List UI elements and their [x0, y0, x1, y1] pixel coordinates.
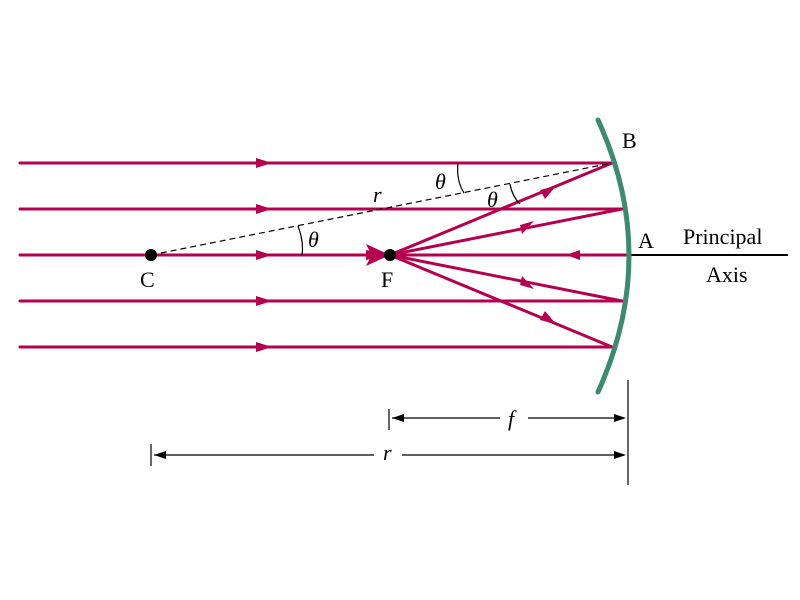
reflected-arrow-1: [540, 186, 556, 199]
incident-arrow-3a: [256, 250, 272, 260]
radius-dimension-arrow-right: [614, 451, 626, 459]
reflected-arrow-4: [520, 276, 534, 289]
angle-arc-reflect: [509, 183, 521, 205]
label-principal: Principal: [683, 224, 762, 249]
label-c: C: [140, 267, 155, 292]
angle-arc-upper: [457, 162, 465, 194]
focus-arrow-mid: [366, 250, 390, 260]
reflected-arrow-5: [540, 311, 556, 324]
incident-arrow-1: [256, 158, 272, 168]
radius-dimension-arrow-left: [154, 451, 166, 459]
reflected-arrow-3: [566, 250, 580, 260]
incident-arrow-4: [256, 296, 272, 306]
incident-arrow-2: [256, 204, 272, 214]
label-theta-upper: θ: [435, 169, 446, 194]
focus-arrow-bottom: [366, 255, 390, 266]
label-r-dimension: r: [383, 440, 392, 465]
angle-arc-center: [297, 225, 304, 256]
reflected-ray-1: [388, 161, 614, 257]
reflected-arrow-2: [520, 221, 534, 234]
reflected-ray-2: [388, 207, 624, 257]
label-theta-center: θ: [308, 227, 319, 252]
label-axis: Axis: [706, 262, 748, 287]
radius-dashed-line: [150, 162, 613, 256]
concave-mirror: [595, 117, 632, 395]
center-point: [145, 249, 157, 261]
label-f-length: f: [508, 406, 517, 431]
focal-dimension-arrow-right: [614, 414, 626, 422]
reflected-ray-5: [388, 253, 614, 349]
reflected-ray-4: [388, 253, 624, 303]
label-a: A: [638, 228, 654, 253]
label-r-radius: r: [373, 182, 382, 207]
focal-point: [384, 249, 396, 261]
label-f: F: [381, 267, 393, 292]
focal-dimension-arrow-left: [392, 414, 404, 422]
incident-arrow-5: [256, 342, 272, 352]
label-theta-reflect: θ: [487, 187, 498, 212]
label-b: B: [622, 128, 637, 153]
